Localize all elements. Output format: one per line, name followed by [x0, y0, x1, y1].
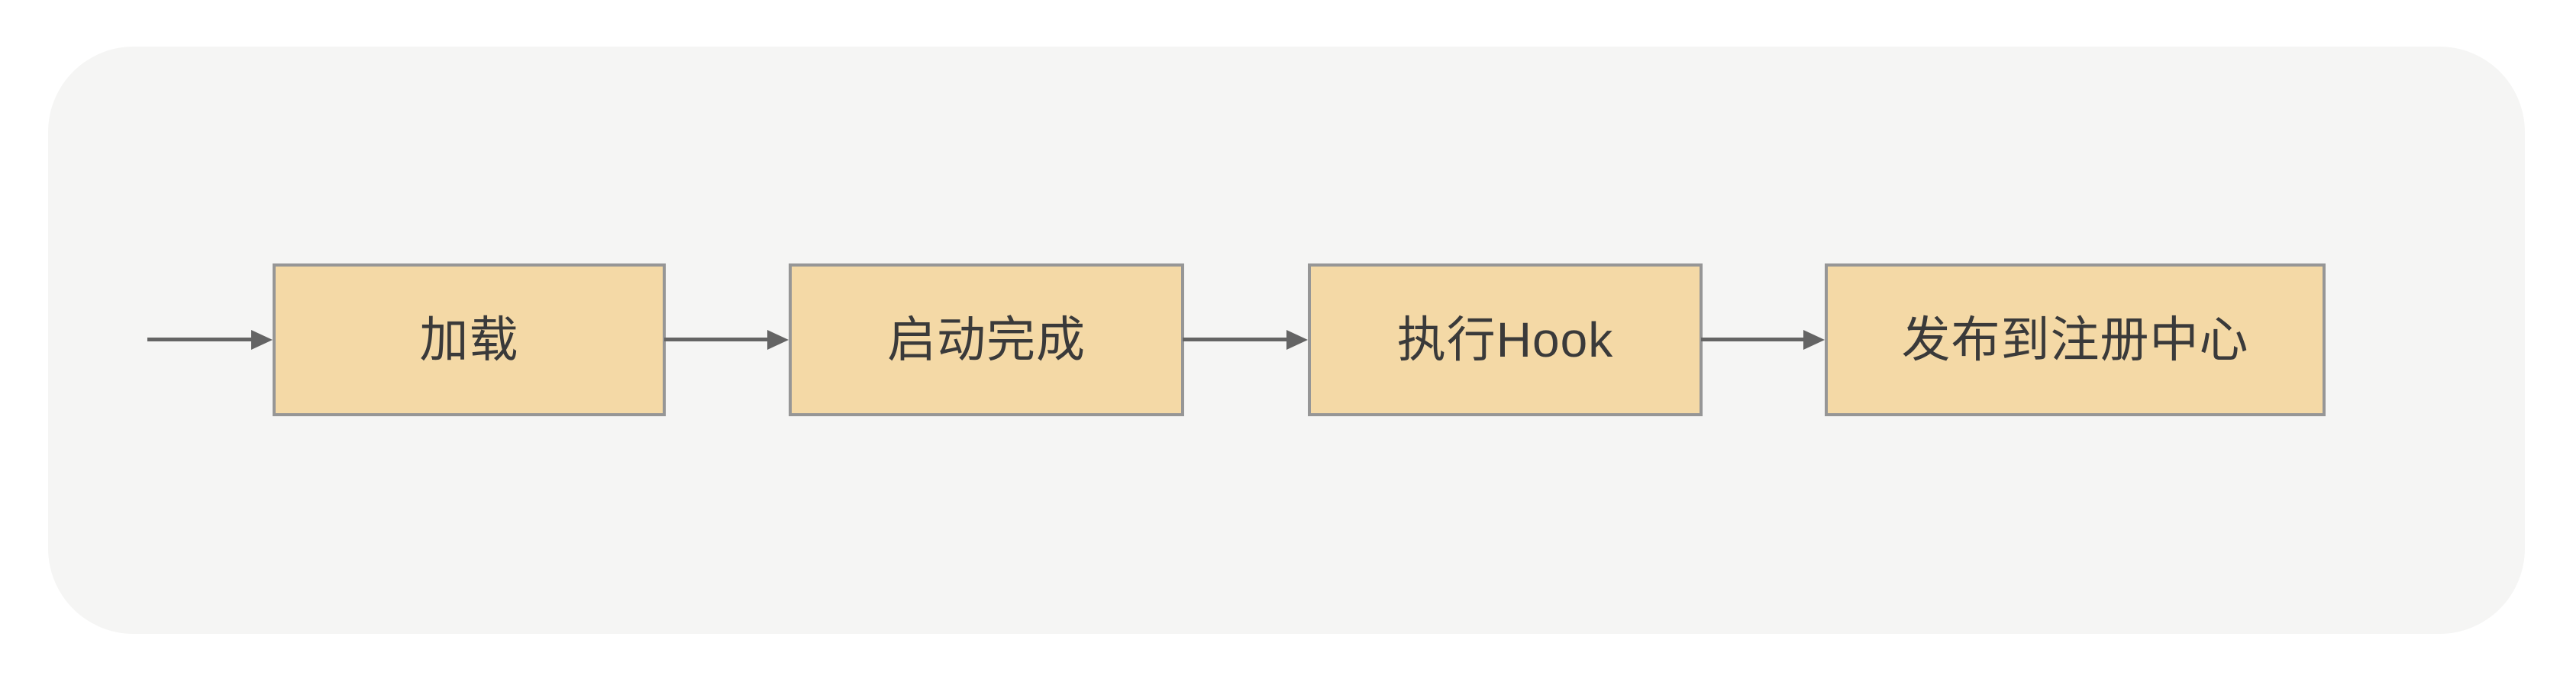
edge-start-to-load [147, 338, 254, 341]
node-label: 加载 [419, 312, 519, 367]
flow-node-publish-to-registry: 发布到注册中心 [1825, 263, 2326, 416]
node-label: 启动完成 [887, 312, 1086, 367]
flow-node-load: 加载 [273, 263, 666, 416]
arrowhead-icon [1286, 330, 1308, 350]
node-label: 执行Hook [1396, 312, 1614, 367]
node-label: 发布到注册中心 [1901, 312, 2249, 367]
flow-node-startup-complete: 启动完成 [789, 263, 1184, 416]
flow-node-execute-hook: 执行Hook [1308, 263, 1703, 416]
arrowhead-icon [1803, 330, 1825, 350]
edge-execute-hook-to-publish [1701, 338, 1807, 341]
edge-startup-complete-to-execute-hook [1183, 338, 1290, 341]
edge-load-to-startup-complete [664, 338, 771, 341]
arrowhead-icon [251, 330, 273, 350]
arrowhead-icon [767, 330, 789, 350]
